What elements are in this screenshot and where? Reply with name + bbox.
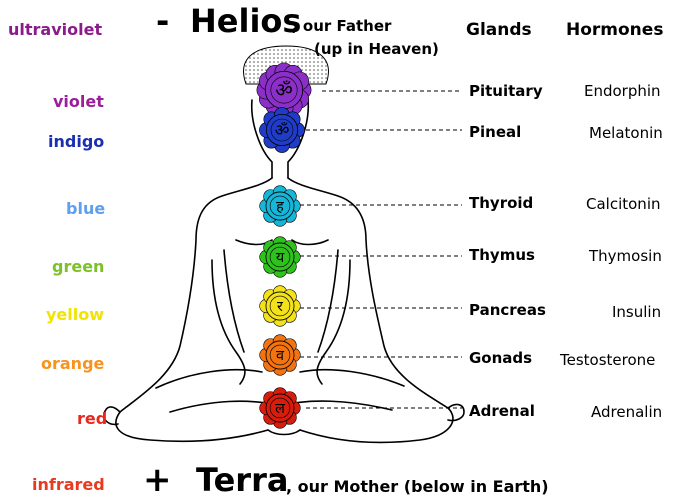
gland-gonads: Gonads [469,349,532,367]
chakra-heart-icon: य [260,237,301,278]
helios-title: Helios [190,2,301,40]
helios-subtitle: , our Father [292,17,391,35]
hormones-heading: Hormones [566,20,663,40]
chakra-sacral-icon: व [260,335,301,376]
chakra-heart-glyph: य [276,250,285,266]
hormone-thymosin: Thymosin [589,247,662,265]
hormone-adrenalin: Adrenalin [591,403,662,421]
chakra-root-icon: ल [260,388,301,429]
hormone-calcitonin: Calcitonin [586,195,661,213]
gland-pineal: Pineal [469,123,521,141]
chakra-throat-glyph: ह [276,199,284,215]
leader-lines [300,91,462,408]
minus-sign: - [156,2,169,40]
glands-heading: Glands [466,20,532,40]
plus-sign: + [143,460,172,500]
color-label-ultraviolet: ultraviolet [8,20,102,39]
color-label-blue: blue [66,199,105,218]
chakra-crown-glyph: ॐ [275,79,293,102]
chakra-solar-plexus-icon: र [260,286,301,327]
hormone-testosterone: Testosterone [560,351,655,369]
chakra-throat-icon: ह [260,186,301,227]
color-label-violet: violet [53,92,104,111]
color-label-infrared: infrared [32,475,105,494]
chakra-emblems: ॐॐ ह य र व ल [257,63,311,428]
color-label-yellow: yellow [46,305,104,324]
hormone-melatonin: Melatonin [589,124,663,142]
helios-subtitle-line2: (up in Heaven) [314,40,439,58]
terra-subtitle: , our Mother (below in Earth) [286,477,549,496]
gland-adrenal: Adrenal [469,402,535,420]
gland-pituitary: Pituitary [469,82,543,100]
hormone-insulin: Insulin [612,303,661,321]
terra-title: Terra [196,461,288,499]
color-label-indigo: indigo [48,132,104,151]
color-label-orange: orange [41,354,104,373]
chakra-third-eye-icon: ॐ [259,107,304,152]
color-label-red: red [77,409,107,428]
gland-thymus: Thymus [469,246,535,264]
color-label-green: green [52,257,104,276]
chakra-sacral-glyph: व [276,348,285,364]
gland-pancreas: Pancreas [469,301,546,319]
chakra-third-eye-glyph: ॐ [275,121,290,140]
gland-thyroid: Thyroid [469,194,533,212]
hormone-endorphin: Endorphin [584,82,661,100]
chakra-root-glyph: ल [275,401,285,417]
